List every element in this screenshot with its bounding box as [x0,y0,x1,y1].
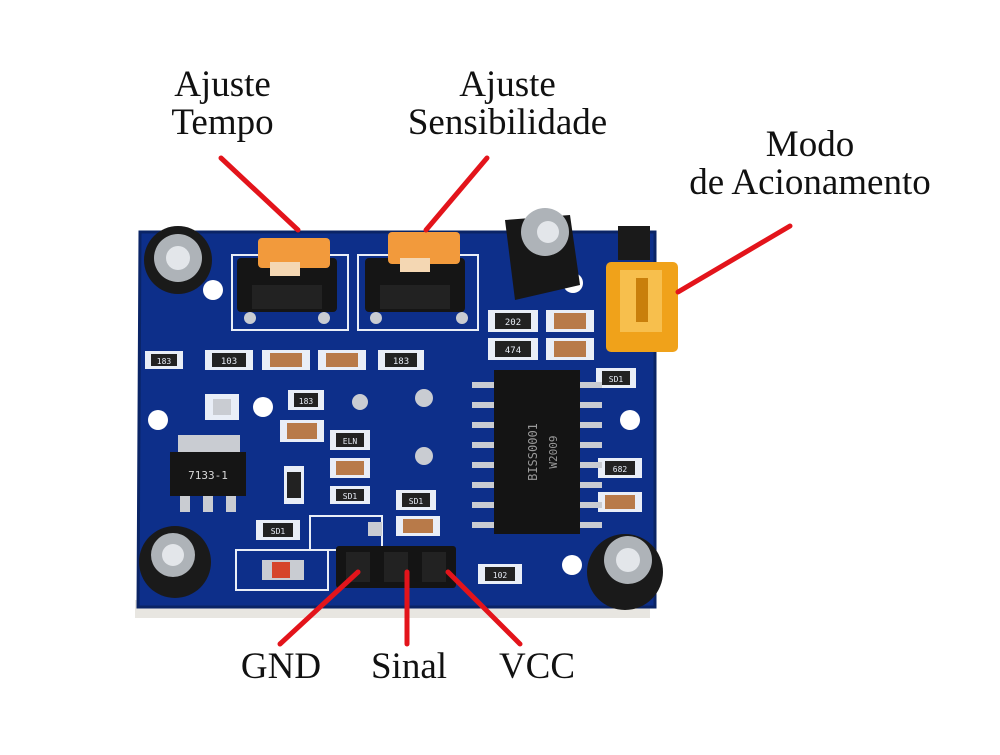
label-ajuste-sensibilidade-line-1: Ajuste [459,64,556,105]
ic-biss0001: BISS0001 W2009 [472,370,602,534]
voltage-regulator: 7133-1 [170,435,246,512]
capacitor-bottom-right [587,534,663,610]
potentiometer-sensibilidade [365,232,468,324]
label-ajuste-sensibilidade: Ajuste Sensibilidade [380,66,635,142]
pointer-sensibilidade [423,155,490,233]
resistor-183-b-label: 183 [393,357,409,367]
header-pins [309,515,456,588]
diode-sd1-d-label: SD1 [271,527,286,536]
mounting-holes [148,273,640,575]
label-ajuste-tempo-line-1: Ajuste [174,64,271,105]
jumper-modo [606,226,678,352]
pointer-gnd [277,569,361,647]
label-ajuste-tempo-line-2: Tempo [171,102,274,143]
diode-sd1-b-label: SD1 [343,492,358,501]
resistor-183-c-label: 183 [299,397,314,406]
resistor-103-a-label: 103 [221,357,237,367]
label-gnd: GND [240,646,322,687]
label-modo-acionamento-line-1: Modo [765,124,855,165]
label-vcc: VCC [498,646,576,687]
potentiometer-tempo [237,238,337,324]
label-ajuste-tempo: Ajuste Tempo [150,66,295,142]
capacitor-top-right [505,208,580,300]
capacitor-bottom-left [139,526,211,598]
pointer-vcc [445,569,523,647]
label-sinal: Sinal [370,646,448,687]
resistor-102-label: 102 [493,571,508,580]
resistor-202-label: 202 [505,318,521,328]
pointer-lines [218,155,793,647]
regulator-marking: 7133-1 [188,469,228,482]
label-ajuste-sensibilidade-line-2: Sensibilidade [407,102,608,143]
transistor-eln-label: ELN [343,437,358,446]
resistor-474-label: 474 [505,346,521,356]
diode-sd1-c-label: SD1 [409,497,424,506]
ic-marking-line-1: BISS0001 [526,423,540,481]
capacitor-top-left [144,226,212,294]
pointer-tempo [218,155,301,233]
pointer-modo [675,223,793,295]
diode-sd1-a-label: SD1 [609,375,624,384]
ic-marking-line-2: W2009 [547,435,560,468]
label-modo-acionamento-line-2: de Acionamento [689,162,931,203]
resistor-183-a-label: 183 [157,357,172,366]
smd-components: 183 103 183 202 474 SD1 682 183 [145,310,642,591]
test-pads [205,389,433,465]
label-modo-acionamento: Modo de Acionamento [660,126,960,202]
resistor-682-label: 682 [613,465,628,474]
